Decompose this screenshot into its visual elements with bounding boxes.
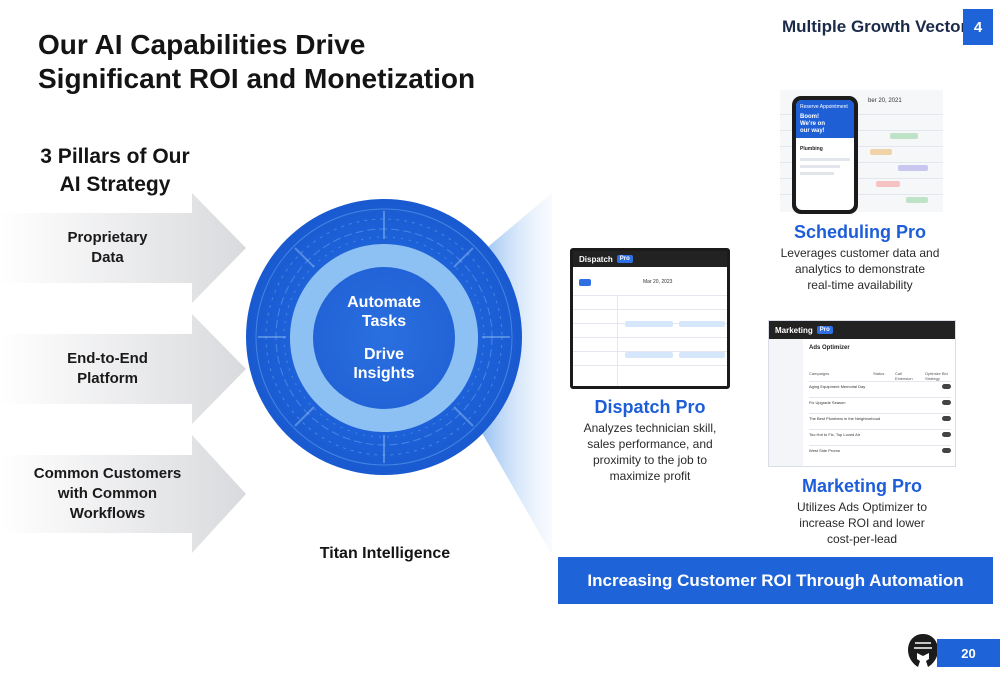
pillar-label-line: Common Customers	[33, 465, 182, 482]
marketing-table-body: Aging Equipment Memorial Day Fix Upgrade…	[809, 381, 951, 461]
dispatch-app-name: Dispatch	[579, 254, 613, 264]
customer-roi-banner: Increasing Customer ROI Through Automati…	[558, 557, 993, 604]
marketing-app-bar: Marketing Pro	[769, 321, 955, 339]
core-line: Automate	[347, 294, 421, 311]
slide-title-line-2: Significant ROI and Monetization	[38, 63, 476, 94]
column-header: Call Extension	[895, 371, 913, 381]
desc-line: increase ROI and lower	[799, 516, 925, 530]
pillar-label-line: Workflows	[69, 505, 146, 522]
ads-optimizer-heading: Ads Optimizer	[809, 345, 850, 351]
dispatch-pro-description: Analyzes technician skill, sales perform…	[560, 420, 740, 484]
desc-line: cost-per-lead	[826, 532, 898, 546]
phone-screen-title: Reserve Appointment	[800, 104, 848, 110]
dispatch-app-bar: Dispatch Pro	[573, 251, 727, 267]
page-number: 20	[937, 639, 1000, 667]
marketing-table-header: Campaigns Status Call Extension Optimize…	[809, 371, 951, 381]
schedule-date: ber 20, 2021	[868, 98, 902, 104]
pillar-label-line: Data	[91, 249, 124, 266]
campaign-name: Fix Upgrade Season	[809, 400, 846, 405]
campaign-name: West Side Promo	[809, 448, 841, 453]
titan-intelligence-core	[313, 267, 455, 409]
column-header: Status	[873, 371, 885, 376]
circuit-pattern	[255, 208, 513, 466]
titan-intelligence-caption: Titan Intelligence	[319, 545, 451, 562]
desc-line: maximize profit	[609, 469, 691, 483]
pillar-label-line: Platform	[77, 370, 138, 387]
core-line: Tasks	[361, 313, 407, 330]
desc-line: Analyzes technician skill,	[583, 421, 717, 435]
dispatch-pro-screenshot: Dispatch Pro Mar 20, 2023	[570, 248, 730, 389]
campaign-name: The Best Plumbers in the Neighborhood	[809, 416, 881, 421]
marketing-pro-description: Utilizes Ads Optimizer to increase ROI a…	[772, 499, 952, 547]
table-row: Fix Upgrade Season	[809, 397, 951, 413]
slide-title-line-1: Our AI Capabilities Drive	[38, 29, 366, 60]
core-text: Automate Tasks Drive Insights	[313, 267, 455, 409]
dispatch-date: Mar 20, 2023	[643, 279, 673, 285]
campaign-name: Aging Equipment Memorial Day	[809, 384, 866, 389]
table-row: The Best Plumbers in the Neighborhood	[809, 413, 951, 429]
pillar-label-line: with Common	[57, 485, 158, 502]
dispatch-pro-tag: Pro	[616, 255, 633, 263]
marketing-pro-tag: Pro	[816, 326, 833, 334]
desc-line: analytics to demonstrate	[794, 262, 926, 276]
marketing-pro-screenshot: Marketing Pro Ads Optimizer Campaigns St…	[768, 320, 956, 467]
table-row: Too Hot to Fix, Top Loved Air	[809, 429, 951, 445]
scheduling-pro-description: Leverages customer data and analytics to…	[770, 245, 950, 293]
arrow-shape	[0, 435, 246, 553]
marketing-pro-title: Marketing Pro	[801, 476, 923, 496]
dispatch-pro-title: Dispatch Pro	[594, 397, 706, 417]
phone-greeting: Boom! We're on our way!	[800, 114, 825, 134]
core-line: Insights	[353, 365, 415, 382]
scheduling-phone-mockup: Reserve Appointment Boom! We're on our w…	[792, 96, 858, 214]
arrow-shape	[0, 193, 246, 303]
pillar-label-line: Proprietary	[67, 229, 148, 246]
core-line: Drive	[363, 346, 405, 363]
marketing-app-name: Marketing	[775, 325, 813, 335]
section-number-badge: 4	[963, 9, 993, 45]
desc-line: sales performance, and	[587, 437, 713, 451]
desc-line: Utilizes Ads Optimizer to	[796, 500, 928, 514]
phone-header: Reserve Appointment Boom! We're on our w…	[796, 100, 854, 138]
pillars-heading-line-2: AI Strategy	[59, 173, 171, 196]
arrow-shape	[0, 314, 246, 424]
desc-line: proximity to the job to	[592, 453, 708, 467]
titan-helmet-logo-icon	[908, 634, 938, 667]
phone-screen: Reserve Appointment Boom! We're on our w…	[796, 100, 854, 210]
column-header: Campaigns	[809, 371, 830, 376]
table-row: Aging Equipment Memorial Day	[809, 381, 951, 397]
phone-service: Plumbing	[800, 146, 823, 152]
table-row: West Side Promo	[809, 445, 951, 461]
campaign-name: Too Hot to Fix, Top Loved Air	[809, 432, 861, 437]
column-header: Optimize Bid Strategy	[925, 371, 948, 381]
desc-line: Leverages customer data and	[780, 246, 940, 260]
section-label: Multiple Growth Vectors	[782, 17, 977, 36]
pillars-heading: 3 Pillars of Our AI Strategy	[20, 143, 210, 199]
pillar-label-line: End-to-End	[67, 350, 148, 367]
scheduling-pro-title: Scheduling Pro	[793, 222, 926, 242]
slide-title: Our AI Capabilities Drive Significant RO…	[38, 28, 558, 96]
pillars-heading-line-1: 3 Pillars of Our	[40, 145, 190, 168]
desc-line: real-time availability	[807, 278, 913, 292]
